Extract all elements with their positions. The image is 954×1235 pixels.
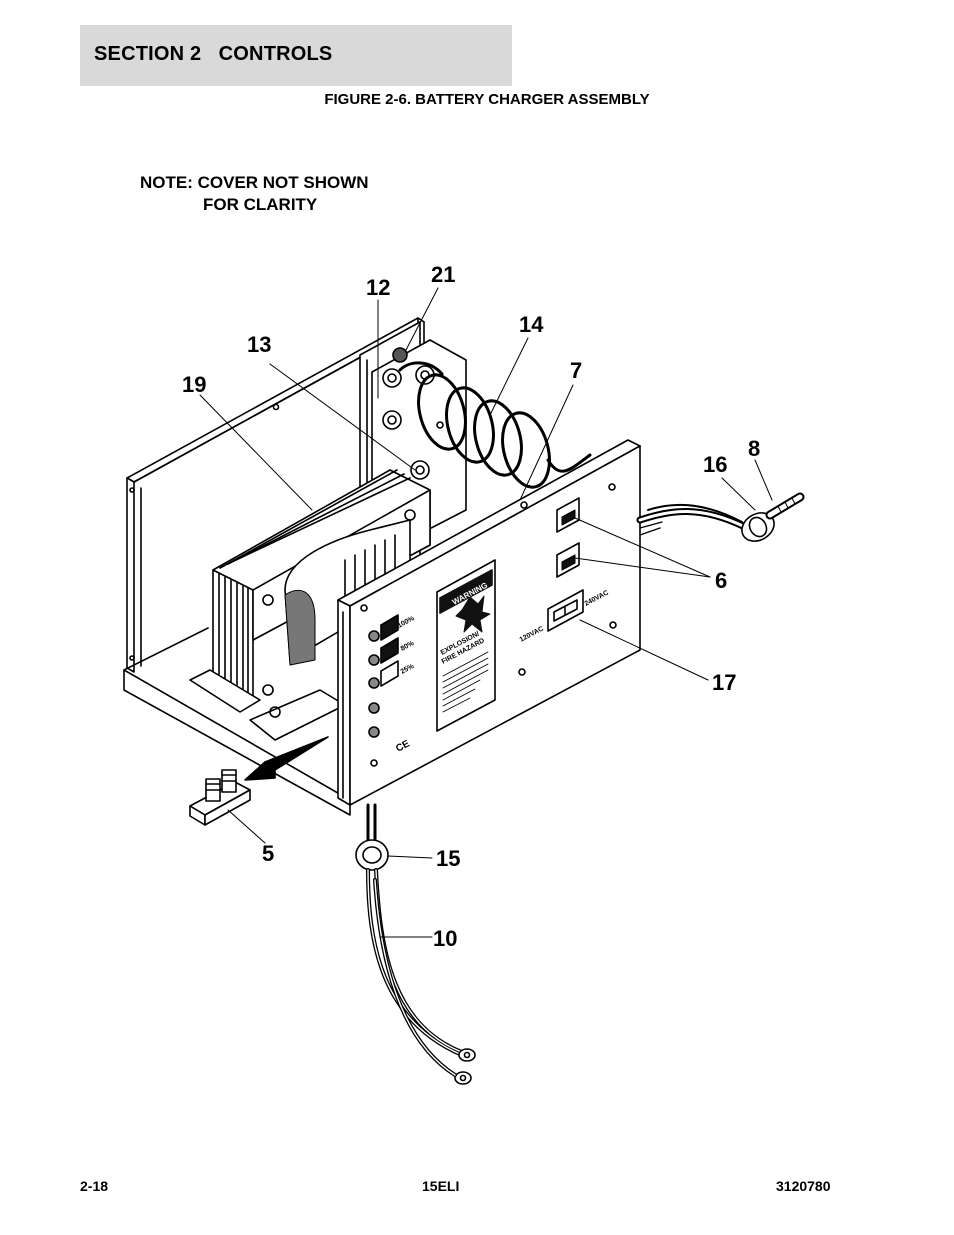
output-cable <box>636 492 805 542</box>
footer-page-number: 2-18 <box>80 1178 109 1194</box>
callout-8: 8 <box>748 436 760 461</box>
front-panel <box>337 439 641 806</box>
transformer <box>189 469 431 741</box>
footer-model: 15ELI <box>422 1178 460 1194</box>
note-line-1: NOTE: COVER NOT SHOWN <box>140 173 369 192</box>
terminal-block <box>189 769 251 826</box>
callout-14: 14 <box>519 312 544 337</box>
figure-note: NOTE: COVER NOT SHOWN FOR CLARITY <box>140 172 369 216</box>
callout-16: 16 <box>703 452 727 477</box>
callout-21: 21 <box>431 262 455 287</box>
callout-17: 17 <box>712 670 736 695</box>
callout-12: 12 <box>366 275 390 300</box>
callout-5: 5 <box>262 841 274 866</box>
callout-7: 7 <box>570 358 582 383</box>
callout-13: 13 <box>247 332 271 357</box>
callout-10: 10 <box>433 926 457 951</box>
coiled-wire <box>398 361 592 489</box>
assembly-arrow <box>244 736 329 781</box>
input-cable <box>355 803 476 1085</box>
section-title: SECTION 2 CONTROLS <box>94 43 333 65</box>
leader-lines <box>199 287 773 938</box>
callout-15: 15 <box>436 846 460 871</box>
section-header: SECTION 2 CONTROLS <box>80 25 512 86</box>
callout-19: 19 <box>182 372 206 397</box>
callout-6: 6 <box>715 568 727 593</box>
figure-title: FIGURE 2-6. BATTERY CHARGER ASSEMBLY <box>324 91 650 108</box>
note-line-2: FOR CLARITY <box>203 195 318 214</box>
footer-doc-number: 3120780 <box>776 1178 831 1194</box>
callout-numbers: 12 21 14 13 7 19 16 8 6 17 5 15 10 <box>182 262 760 951</box>
